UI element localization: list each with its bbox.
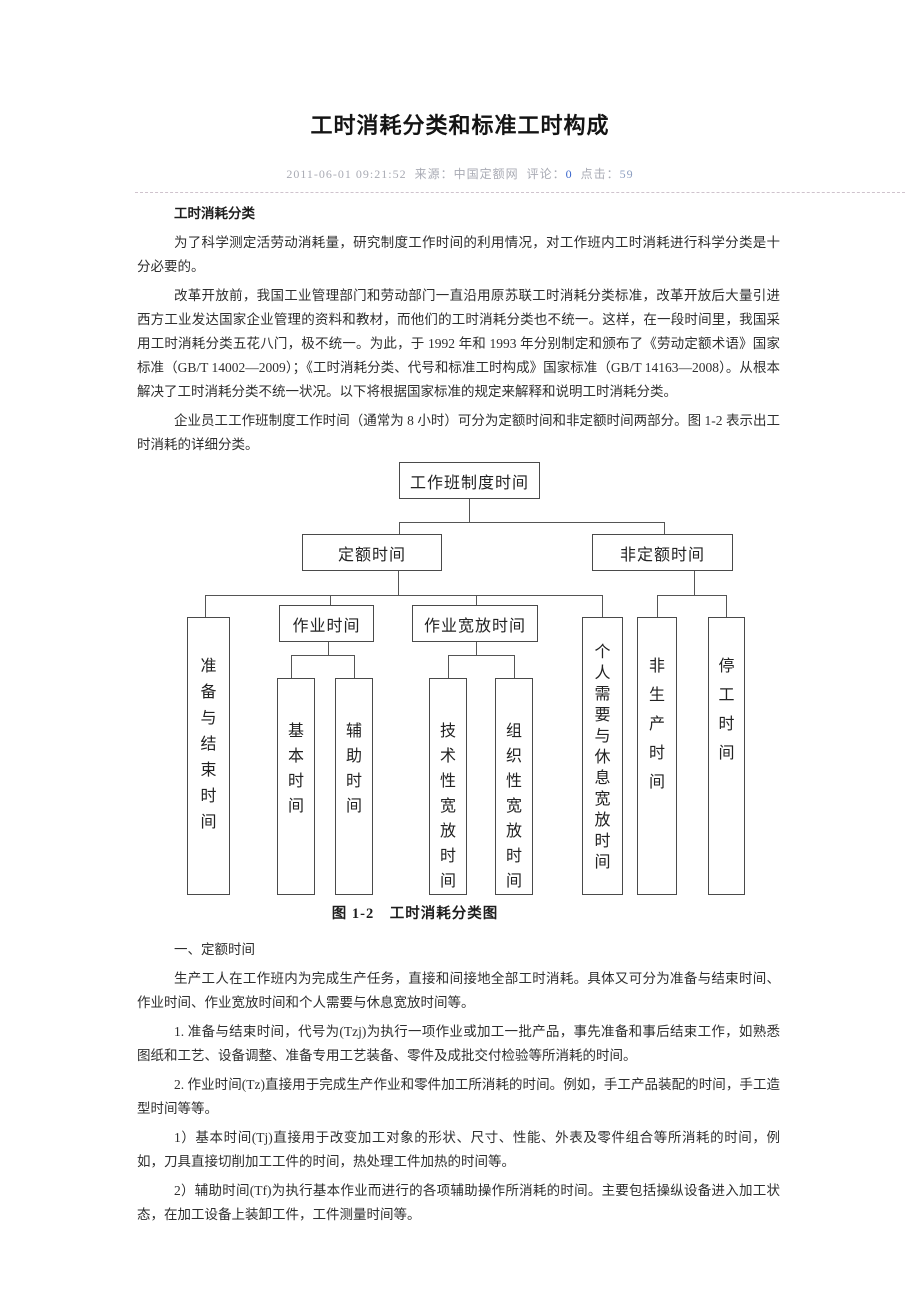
paragraph: 2）辅助时间(Tf)为执行基本作业而进行的各项辅助操作所消耗的时间。主要包括操纵… <box>137 1183 780 1222</box>
connector-line <box>399 522 665 523</box>
time-classification-diagram: 工作班制度时间 定额时间 非定额时间 作业时间 作业宽放时间 准备与结束时间 个… <box>0 462 920 930</box>
figure-caption: 图 1-2 工时消耗分类图 <box>331 906 499 922</box>
node-label: 准备与结束时间 <box>200 658 217 831</box>
meta-hits-count: 59 <box>619 167 634 181</box>
connector-line <box>399 522 400 534</box>
paragraph: 为了科学测定活劳动消耗量，研究制度工作时间的利用情况，对工作班内工时消耗进行科学… <box>137 235 780 274</box>
connector-line <box>469 498 470 522</box>
connector-line <box>328 642 329 655</box>
node-label: 非生产时间 <box>648 658 665 791</box>
connector-line <box>205 595 206 617</box>
paragraph: 生产工人在工作班内为完成生产任务，直接和间接地全部工时消耗。具体又可分为准备与结… <box>137 971 780 1010</box>
connector-line <box>354 655 355 678</box>
article-meta: 2011-06-01 09:21:52 来源：中国定额网 评论：0 点击：59 <box>0 166 920 182</box>
node-label: 作业时间 <box>292 617 361 635</box>
meta-comments-label: 评论： <box>526 167 566 181</box>
node-label: 作业宽放时间 <box>423 617 526 635</box>
diagram-node-non-production-time: 非生产时间 <box>637 617 677 895</box>
diagram-node-work-time: 作业时间 <box>279 605 374 642</box>
paragraph: 1. 准备与结束时间，代号为(Tzj)为执行一项作业或加工一批产品，事先准备和事… <box>137 1024 780 1063</box>
connector-line <box>476 595 477 605</box>
diagram-node-prep-end-time: 准备与结束时间 <box>187 617 230 895</box>
node-label: 基本时间 <box>287 723 304 815</box>
connector-line <box>398 570 399 595</box>
node-label: 组织性宽放时间 <box>505 723 522 890</box>
connector-line <box>664 522 665 534</box>
meta-comments-count[interactable]: 0 <box>565 167 573 181</box>
article-body-top: 工时消耗分类 为了科学测定活劳动消耗量，研究制度工作时间的利用情况，对工作班内工… <box>137 202 780 457</box>
paragraph: 企业员工工作班制度工作时间（通常为 8 小时）可分为定额时间和非定额时间两部分。… <box>137 413 780 452</box>
paragraph: 2. 作业时间(Tz)直接用于完成生产作业和零件加工所消耗的时间。例如，手工产品… <box>137 1077 780 1116</box>
dashed-divider <box>135 192 905 193</box>
meta-hits-label: 点击： <box>580 167 620 181</box>
diagram-node-technical-allowance-time: 技术性宽放时间 <box>429 678 467 895</box>
node-label: 定额时间 <box>337 546 406 564</box>
page-title: 工时消耗分类和标准工时构成 <box>310 113 610 138</box>
connector-line <box>448 655 515 656</box>
meta-datetime: 2011-06-01 09:21:52 <box>286 167 407 181</box>
connector-line <box>330 595 331 605</box>
node-label: 停工时间 <box>718 658 735 762</box>
diagram-node-non-quota-time: 非定额时间 <box>592 534 733 571</box>
diagram-node-shift-system-time: 工作班制度时间 <box>399 462 540 499</box>
connector-line <box>694 570 695 595</box>
diagram-node-basic-time: 基本时间 <box>277 678 315 895</box>
section-heading: 工时消耗分类 <box>174 206 255 221</box>
connector-line <box>476 642 477 655</box>
connector-line <box>602 595 603 617</box>
connector-line <box>726 595 727 617</box>
diagram-node-auxiliary-time: 辅助时间 <box>335 678 373 895</box>
diagram-node-work-allowance-time: 作业宽放时间 <box>412 605 538 642</box>
connector-line <box>657 595 658 617</box>
article-body-bottom: 一、定额时间 生产工人在工作班内为完成生产任务，直接和间接地全部工时消耗。具体又… <box>137 938 780 1227</box>
node-label: 技术性宽放时间 <box>439 723 456 890</box>
connector-line <box>657 595 727 596</box>
connector-line <box>291 655 292 678</box>
meta-source-label: 来源： <box>414 167 454 181</box>
diagram-node-organizational-allowance-time: 组织性宽放时间 <box>495 678 533 895</box>
paragraph: 改革开放前，我国工业管理部门和劳动部门一直沿用原苏联工时消耗分类标准，改革开放后… <box>137 288 780 399</box>
node-label: 个人需要与休息宽放时间 <box>594 644 611 871</box>
node-label: 辅助时间 <box>345 723 362 815</box>
meta-source: 中国定额网 <box>453 167 519 181</box>
connector-line <box>448 655 449 678</box>
node-label: 工作班制度时间 <box>409 474 529 492</box>
list-heading: 一、定额时间 <box>174 942 255 957</box>
diagram-node-stoppage-time: 停工时间 <box>708 617 745 895</box>
connector-line <box>514 655 515 678</box>
diagram-node-quota-time: 定额时间 <box>302 534 442 571</box>
connector-line <box>291 655 355 656</box>
diagram-node-personal-rest-allowance-time: 个人需要与休息宽放时间 <box>582 617 623 895</box>
paragraph: 1）基本时间(Tj)直接用于改变加工对象的形状、尺寸、性能、外表及零件组合等所消… <box>137 1130 780 1169</box>
connector-line <box>205 595 603 596</box>
node-label: 非定额时间 <box>619 546 705 564</box>
